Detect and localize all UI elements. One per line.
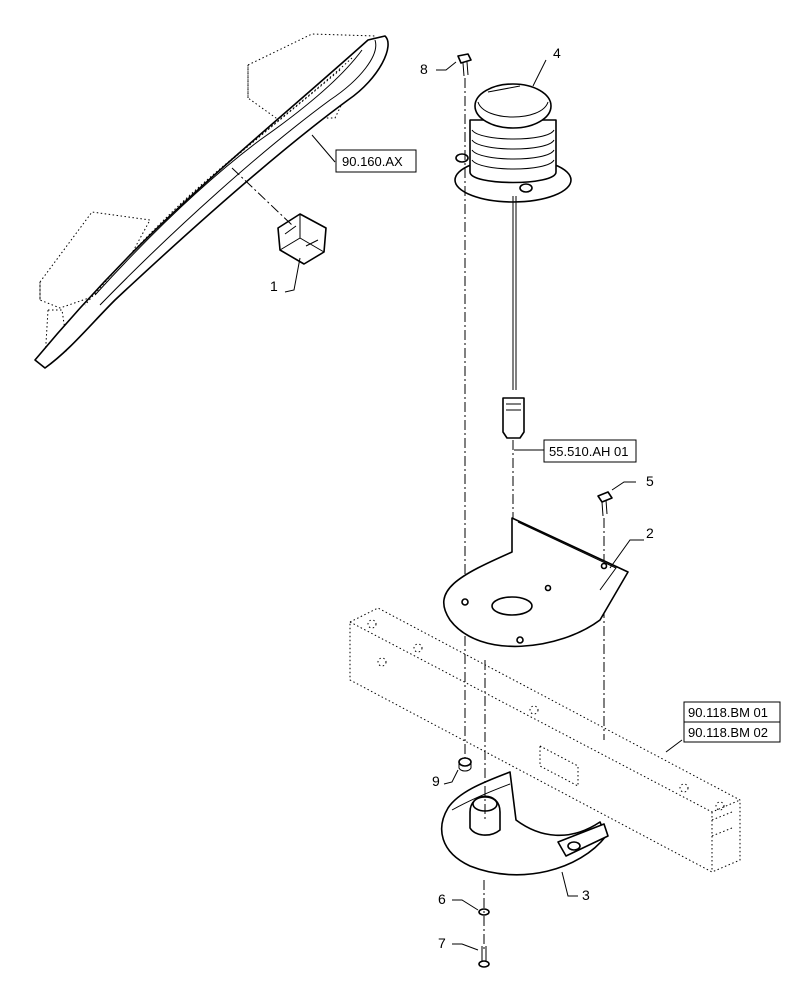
ref-90-160-ax: 90.160.AX	[342, 154, 403, 169]
screw-7	[478, 946, 490, 968]
bolt-8	[457, 53, 472, 77]
leader-90-160-ax	[311, 134, 336, 163]
nut-9	[458, 757, 472, 772]
callout-8: 8	[420, 61, 428, 77]
leader-90-118	[665, 739, 683, 753]
callout-1: 1	[270, 278, 278, 294]
bolt-5	[597, 491, 613, 517]
leader-1	[284, 257, 301, 293]
frame-rail	[349, 607, 741, 873]
callout-6: 6	[438, 891, 446, 907]
ref-box-90-118-bm-02	[683, 721, 781, 743]
mounting-bracket	[443, 517, 629, 648]
ref-box-90-160-ax	[335, 149, 417, 173]
callout-4: 4	[553, 45, 561, 61]
callout-9: 9	[432, 773, 440, 789]
leader-5	[611, 481, 636, 491]
beacon-guard	[440, 771, 609, 876]
leader-6	[452, 899, 479, 911]
callout-5: 5	[646, 473, 654, 489]
cab-roof-panel	[34, 33, 389, 369]
callout-3: 3	[582, 887, 590, 903]
leader-4	[532, 59, 547, 87]
leader-3	[561, 871, 578, 897]
switch-centerline	[231, 167, 293, 226]
leader-7	[452, 943, 479, 951]
ref-box-55-510	[543, 439, 637, 463]
leader-8	[436, 61, 457, 71]
leader-9	[443, 769, 459, 785]
beacon-lamp	[454, 83, 572, 439]
leader-2	[609, 539, 644, 569]
ref-90-118-bm-02: 90.118.BM 02	[688, 725, 768, 740]
ref-55-510-ah-01: 55.510.AH 01	[549, 444, 629, 459]
callout-7: 7	[438, 935, 446, 951]
ref-90-118-bm-01: 90.118.BM 01	[688, 705, 768, 720]
switch-part	[277, 213, 327, 265]
callout-2: 2	[646, 525, 654, 541]
